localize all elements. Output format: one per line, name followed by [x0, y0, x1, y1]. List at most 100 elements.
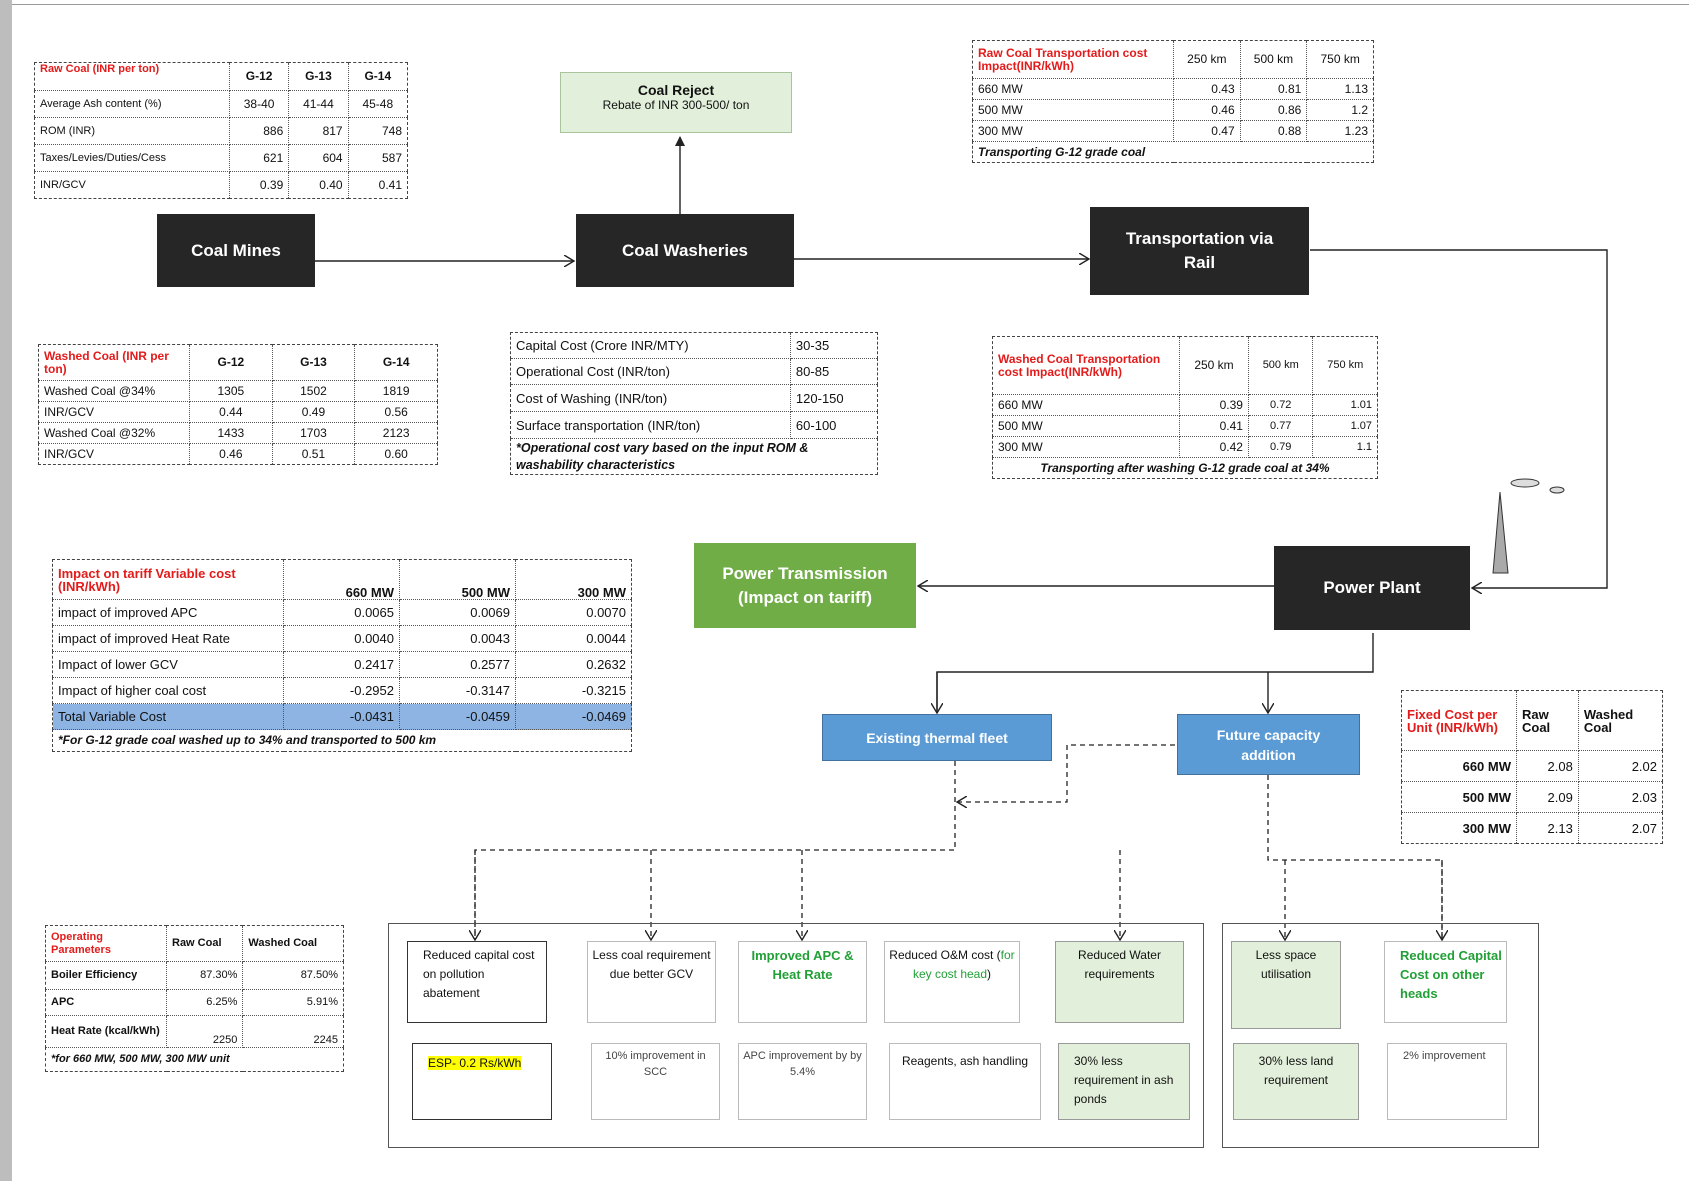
- tariff-impact-table: Impact on tariff Variable cost (INR/kWh)…: [52, 559, 632, 752]
- raw-coal-table: Raw Coal (INR per ton) G-12 G-13 G-14 Av…: [34, 62, 409, 199]
- existing-fleet-box: Existing thermal fleet: [822, 714, 1052, 761]
- dashed-future-to-existing: [957, 744, 1175, 802]
- cell: 0.81: [1239, 78, 1308, 100]
- cell: 6.25%: [165, 989, 244, 1016]
- col-header: G-14: [354, 344, 438, 381]
- cell: 2.02: [1577, 750, 1664, 782]
- col-header: 660 MW: [283, 559, 400, 600]
- benefit-apc-heat-rate: Improved APC & Heat Rate: [738, 941, 867, 1023]
- fixed-cost-title: Fixed Cost per Unit (INR/kWh): [1401, 690, 1517, 751]
- benefit-less-coal: Less coal requirement due better GCV: [587, 941, 716, 1023]
- cell: 0.41: [347, 171, 409, 199]
- cell: 1305: [189, 380, 273, 402]
- row-label: Average Ash content (%): [34, 90, 230, 118]
- benefit-om-cost-detail: Reagents, ash handling: [889, 1043, 1041, 1120]
- row-label: INR/GCV: [38, 443, 190, 465]
- cell: 1.1: [1312, 436, 1378, 458]
- om-cost-text: Reduced O&M cost (: [889, 948, 1001, 962]
- cell: 604: [288, 144, 349, 172]
- row-label: APC: [45, 989, 167, 1016]
- cell: 0.77: [1247, 415, 1314, 437]
- cell: 60-100: [789, 411, 879, 439]
- col-header: G-14: [347, 62, 409, 91]
- row-label: 300 MW: [972, 120, 1174, 142]
- tariff-note: *For G-12 grade coal washed up to 34% an…: [52, 729, 632, 752]
- benefit-om-cost: Reduced O&M cost (for key cost head): [884, 941, 1020, 1023]
- cell: -0.3215: [515, 677, 632, 704]
- coal-reject-subtitle: Rebate of INR 300-500/ ton: [602, 98, 750, 112]
- benefit-pollution-abatement-detail: ESP- 0.2 Rs/kWh: [412, 1043, 552, 1120]
- row-label: INR/GCV: [34, 171, 230, 199]
- cell: 0.0040: [283, 625, 400, 652]
- washed-coal-title: Washed Coal (INR per ton): [38, 344, 190, 381]
- om-cost-paren: ): [987, 967, 992, 981]
- coal-reject-box: Coal Reject Rebate of INR 300-500/ ton: [560, 72, 792, 133]
- cell: 2123: [354, 422, 438, 444]
- cell: 1819: [354, 380, 438, 402]
- col-header: 500 km: [1247, 336, 1314, 395]
- cell: 0.47: [1173, 120, 1241, 142]
- row-label: INR/GCV: [38, 401, 190, 423]
- cell: 0.60: [354, 443, 438, 465]
- row-label: 660 MW: [972, 78, 1174, 100]
- row-label: Heat Rate (kcal/kWh): [45, 1015, 167, 1048]
- cell: 87.50%: [242, 961, 344, 990]
- cell: 0.88: [1239, 120, 1308, 142]
- raw-coal-title: Raw Coal (INR per ton): [34, 62, 230, 91]
- row-label: Capital Cost (Crore INR/MTY): [510, 332, 791, 359]
- col-header: 750 km: [1306, 40, 1374, 79]
- cell: 45-48: [347, 90, 409, 118]
- washery-cost-table: Capital Cost (Crore INR/MTY)30-35 Operat…: [510, 332, 879, 475]
- fixed-cost-table: Fixed Cost per Unit (INR/kWh) Raw Coal W…: [1401, 690, 1664, 844]
- row-label: 660 MW: [992, 394, 1180, 416]
- cell: 0.2417: [283, 651, 400, 678]
- cell: 1.23: [1306, 120, 1374, 142]
- benefit-pollution-abatement: Reduced capital cost on pollution abatem…: [407, 941, 547, 1023]
- cell: 2.08: [1516, 750, 1579, 782]
- washed-coal-table: Washed Coal (INR per ton) G-12 G-13 G-14…: [38, 344, 438, 465]
- dashed-existing-tree: [474, 761, 956, 940]
- coal-mines-box: Coal Mines: [157, 214, 315, 287]
- col-header: Washed Coal: [1577, 690, 1664, 751]
- cell: -0.0431: [283, 703, 400, 730]
- row-label: Washed Coal @32%: [38, 422, 190, 444]
- cell: 0.44: [189, 401, 273, 423]
- row-label: Cost of Washing (INR/ton): [510, 384, 791, 412]
- col-header: 750 km: [1312, 336, 1378, 395]
- row-label: 660 MW: [1401, 750, 1517, 782]
- row-label: Operational Cost (INR/ton): [510, 358, 791, 385]
- esp-highlight: ESP- 0.2 Rs/kWh: [428, 1056, 522, 1070]
- row-label: Surface transportation (INR/ton): [510, 411, 791, 439]
- row-label: 500 MW: [992, 415, 1180, 437]
- cell: 817: [288, 117, 349, 145]
- cell: 2.09: [1516, 781, 1579, 813]
- cell: 2.07: [1577, 812, 1664, 844]
- row-label: Boiler Efficiency: [45, 961, 167, 990]
- cell: 2.13: [1516, 812, 1579, 844]
- benefit-space-detail: 30% less land requirement: [1233, 1043, 1359, 1120]
- benefit-water: Reduced Water requirements: [1055, 941, 1184, 1023]
- cell: 0.0069: [399, 599, 516, 626]
- cell: 0.40: [288, 171, 349, 199]
- cell: 0.2577: [399, 651, 516, 678]
- col-header: 500 MW: [399, 559, 516, 600]
- cell: 0.0070: [515, 599, 632, 626]
- transport-rail-box: Transportation via Rail: [1090, 207, 1309, 295]
- cell: 621: [228, 144, 290, 172]
- cell: 0.51: [271, 443, 356, 465]
- cell: 1.01: [1312, 394, 1378, 416]
- benefit-capital-cost-detail: 2% improvement: [1387, 1043, 1507, 1120]
- cell: 1.07: [1312, 415, 1378, 437]
- operating-params-table: Operating Parameters Raw Coal Washed Coa…: [45, 925, 344, 1072]
- cell: -0.0459: [399, 703, 516, 730]
- cell: 1.2: [1306, 99, 1374, 121]
- cell: 0.46: [1173, 99, 1241, 121]
- power-transmission-box: Power Transmission (Impact on tariff): [694, 543, 916, 628]
- cell: 0.86: [1239, 99, 1308, 121]
- cell: 0.43: [1173, 78, 1241, 100]
- cell: 0.39: [228, 171, 290, 199]
- chimney-icon: [1492, 478, 1565, 574]
- benefit-apc-heat-rate-detail: APC improvement by by 5.4%: [738, 1043, 867, 1120]
- benefit-less-coal-detail: 10% improvement in SCC: [591, 1043, 720, 1120]
- cell: 886: [228, 117, 290, 145]
